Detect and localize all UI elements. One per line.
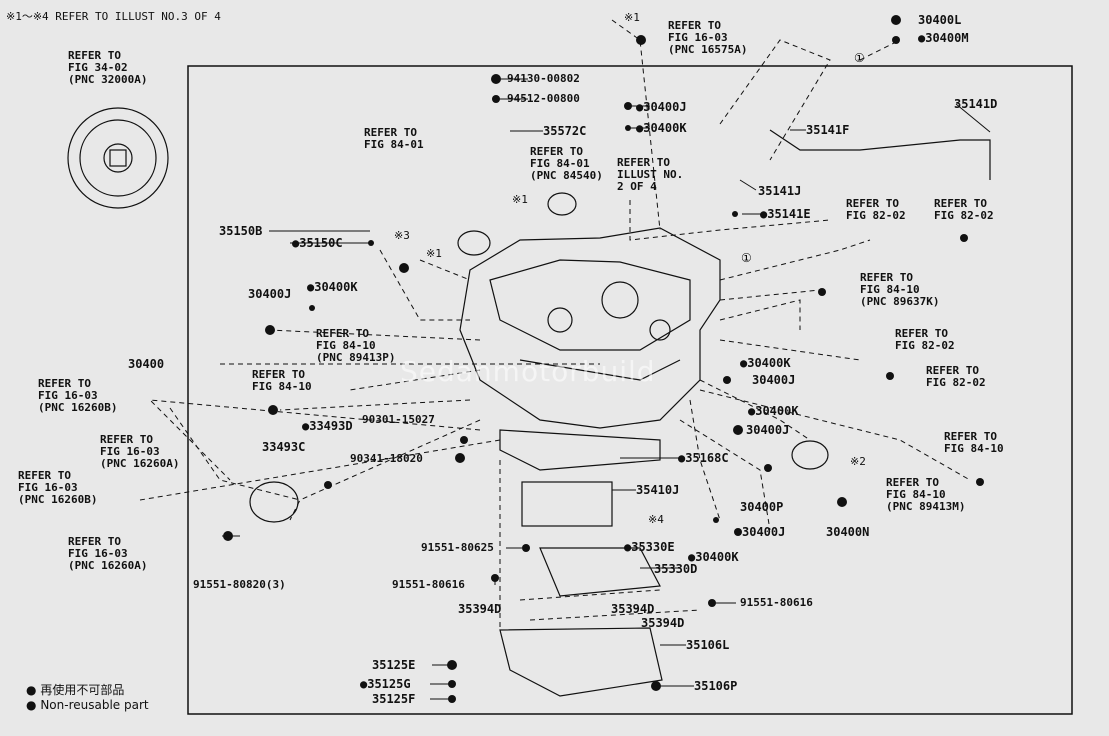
oil-seal-icon-2 [547, 192, 577, 216]
legend-text: 再使用不可部品 [40, 683, 125, 697]
part-number[interactable]: 90341-18020 [350, 452, 423, 465]
refer-note: REFER TO FIG 82-02 [895, 327, 955, 352]
refer-note: ※4 [648, 513, 664, 526]
oil-hose-icon [769, 129, 991, 180]
diagram-frame [187, 65, 1073, 715]
part-number[interactable]: ●35330E [624, 540, 675, 554]
header-note: ※1～※4 REFER TO ILLUST NO.3 OF 4 [6, 10, 221, 23]
part-number[interactable]: 33493C [262, 440, 306, 454]
part-number[interactable]: 35572C [543, 124, 587, 138]
watermark: Sedanmotorbuild [400, 355, 656, 388]
part-number[interactable]: ●30400M [918, 31, 969, 45]
part-number[interactable]: 35141D [954, 97, 998, 111]
part-number[interactable]: ●35150C [292, 236, 343, 250]
refer-note: REFER TO FIG 84-01 (PNC 84540) [530, 145, 603, 182]
part-number[interactable]: 30400P [740, 500, 784, 514]
part-number[interactable]: 35106P [694, 679, 738, 693]
legend-bullet: ● [26, 683, 37, 697]
part-number[interactable]: ●30400K [740, 356, 791, 370]
circled-one-marker: ① [854, 51, 865, 65]
refer-note: REFER TO FIG 16-03 (PNC 16260B) [38, 377, 118, 414]
part-number[interactable]: 90301-15027 [362, 413, 435, 426]
part-number[interactable]: 30400N [826, 525, 870, 539]
part-number[interactable]: 35394D [641, 616, 685, 630]
part-number[interactable]: 35106L [686, 638, 730, 652]
part-number[interactable]: ●30400K [307, 280, 358, 294]
oil-cooler-filter-icon [249, 481, 299, 523]
refer-note: REFER TO FIG 16-03 (PNC 16575A) [668, 19, 748, 56]
refer-note: ※1 [426, 247, 442, 260]
part-number[interactable]: 30400J [746, 423, 790, 437]
refer-note: ※2 [850, 455, 866, 468]
legend-text: Non-reusable part [40, 698, 149, 712]
valve-body-icon [521, 481, 613, 527]
pan-gasket-icon [499, 429, 661, 471]
oil-pan-icon [499, 627, 663, 697]
refer-note: REFER TO FIG 16-03 (PNC 16260B) [18, 469, 98, 506]
legend-item: ● 再使用不可部品 [26, 681, 124, 698]
part-number[interactable]: 35394D [611, 602, 655, 616]
part-number[interactable]: 35150B [219, 224, 263, 238]
part-number[interactable]: 30400L [918, 13, 962, 27]
part-number[interactable]: ●33493D [302, 419, 353, 433]
refer-note: ※1 [624, 11, 640, 24]
part-number[interactable]: ●30400K [748, 404, 799, 418]
part-number[interactable]: ●30400J [636, 100, 687, 114]
refer-note: REFER TO FIG 84-10 (PNC 89413M) [886, 476, 966, 513]
refer-note: REFER TO FIG 84-10 (PNC 89637K) [860, 271, 940, 308]
part-number[interactable]: 30400J [752, 373, 796, 387]
legend-bullet: ● [26, 698, 37, 712]
part-number[interactable]: ●30400K [688, 550, 739, 564]
refer-note: ※1 [512, 193, 528, 206]
oil-strainer-icon [539, 547, 661, 597]
circled-one-marker-2: ① [741, 251, 752, 265]
refer-note: REFER TO FIG 84-01 [364, 126, 424, 151]
part-number[interactable]: ●35168C [678, 451, 729, 465]
part-number[interactable]: 35125E [372, 658, 416, 672]
legend-item: ● Non-reusable part [26, 698, 149, 712]
part-number[interactable]: 91551-80616 [392, 578, 465, 591]
refer-note: REFER TO FIG 34-02 (PNC 32000A) [68, 49, 148, 86]
refer-note: REFER TO FIG 16-03 (PNC 16260A) [100, 433, 180, 470]
part-number[interactable]: 30400J [742, 525, 786, 539]
refer-note: REFER TO FIG 84-10 [944, 430, 1004, 455]
part-number[interactable]: 91551-80820(3) [193, 578, 286, 591]
part-number[interactable]: ●35141E [760, 207, 811, 221]
part-number[interactable]: 35330D [654, 562, 698, 576]
refer-note: ※3 [394, 229, 410, 242]
part-number[interactable]: ●35125G [360, 677, 411, 691]
refer-note: REFER TO FIG 16-03 (PNC 16260A) [68, 535, 148, 572]
refer-note: REFER TO FIG 82-02 [934, 197, 994, 222]
part-number[interactable]: 35141J [758, 184, 802, 198]
part-number[interactable]: 30400 [128, 357, 165, 371]
refer-note: REFER TO FIG 82-02 [926, 364, 986, 389]
oil-seal-icon-3 [457, 230, 491, 256]
part-number[interactable]: 94130-00802 [507, 72, 580, 85]
part-number[interactable]: ●30400K [636, 121, 687, 135]
part-number[interactable]: 94512-00800 [507, 92, 580, 105]
refer-note: REFER TO FIG 82-02 [846, 197, 906, 222]
part-number[interactable]: 35394D [458, 602, 502, 616]
refer-note: REFER TO ILLUST NO. 2 OF 4 [617, 156, 684, 193]
part-number[interactable]: 91551-80616 [740, 596, 813, 609]
part-number[interactable]: 35141F [806, 123, 850, 137]
transaxle-case-icon [459, 227, 721, 429]
part-number[interactable]: 91551-80625 [421, 541, 494, 554]
part-number[interactable]: 35125F [372, 692, 416, 706]
part-number[interactable]: 35410J [636, 483, 680, 497]
torque-converter-icon [67, 107, 169, 209]
refer-note: REFER TO FIG 84-10 [252, 368, 312, 393]
refer-note: REFER TO FIG 84-10 (PNC 89413P) [316, 327, 396, 364]
oil-seal-icon [791, 440, 829, 470]
part-number[interactable]: 30400J [248, 287, 292, 301]
